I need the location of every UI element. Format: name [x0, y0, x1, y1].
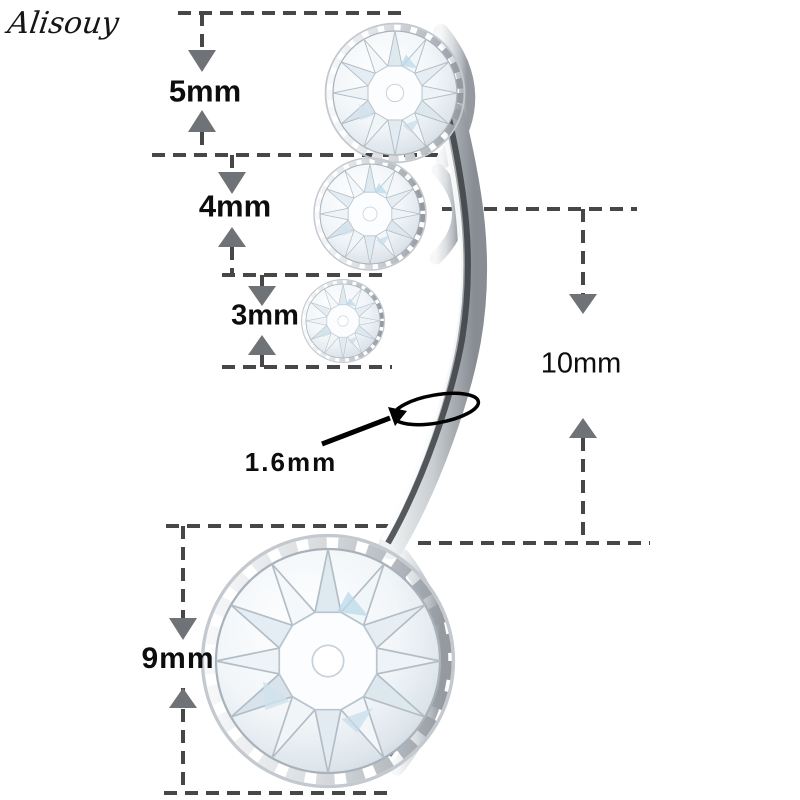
navel-barbell-illustration [203, 24, 488, 787]
dimension-label-bar-gauge: 1.6mm [244, 447, 338, 477]
arrow-up-icon [248, 335, 276, 355]
barbell-bar-highlight [380, 119, 464, 542]
arrow-down-icon [248, 286, 276, 306]
gauge-annotation [321, 391, 481, 447]
dimension-arrowheads [169, 50, 597, 708]
arrow-up-icon [218, 227, 246, 247]
arrow-up-icon [188, 110, 216, 132]
arrow-down-icon [218, 172, 246, 194]
barbell-bar [378, 102, 488, 559]
arrow-up-icon [169, 688, 197, 708]
barbell-bar-shading [385, 117, 471, 545]
dimension-label-small-gem: 3mm [231, 299, 299, 332]
arrow-down-icon [188, 50, 216, 72]
gem-top-5mm [326, 24, 465, 163]
dimension-label-bottom-gem: 9mm [141, 642, 215, 675]
dimension-label-middle-gem: 4mm [198, 188, 272, 224]
gauge-pointer-line [321, 415, 391, 447]
dimension-label-top-gem: 5mm [168, 73, 242, 109]
arrow-up-icon [569, 418, 597, 438]
brand-logo: Alisouy [5, 6, 122, 41]
dimension-lines [152, 11, 650, 795]
arrow-down-icon [169, 618, 197, 640]
gem-bottom-9mm [203, 536, 454, 787]
arrow-down-icon [569, 294, 597, 314]
gauge-pointer-arrow-icon [388, 407, 407, 426]
gem-middle-4mm [314, 158, 426, 270]
dimension-label-bar-length: 10mm [540, 347, 622, 380]
gem-small-3mm [302, 280, 385, 363]
